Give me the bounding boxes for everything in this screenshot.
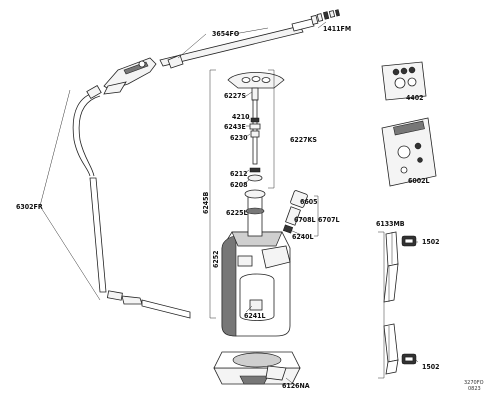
label-6208: 6208 (230, 181, 248, 189)
label-6002L: 6002L (408, 177, 430, 185)
pump-rod (247, 99, 263, 182)
relief-valve (282, 190, 308, 234)
label-6708L: 6708L (294, 216, 316, 224)
label-4402: 4402 (406, 94, 424, 102)
pump-cylinder (244, 189, 266, 237)
label-6126NA: 6126NA (282, 382, 310, 390)
label-1502-top: 1502 (422, 238, 440, 246)
label-6227KS: 6227KS (290, 136, 317, 144)
label-6241L: 6241L (244, 312, 266, 320)
label-1502-bottom: 1502 (422, 363, 440, 371)
label-6243E: 6243E (224, 123, 246, 131)
tank-base (213, 351, 301, 385)
strap-buckle-top (401, 235, 417, 247)
seal-kit-card (381, 61, 427, 101)
reference-code: 3270FO (464, 380, 484, 386)
reference-block: 3270FO 0823 (464, 380, 484, 392)
label-6227S: 6227S (224, 92, 247, 100)
leader-lines (39, 21, 419, 387)
reference-revision: 0823 (468, 386, 481, 392)
part-labels: 3654FO 1411FM 6302FR 6227S 4210 6243E 62… (16, 25, 440, 390)
label-1411FM: 1411FM (323, 25, 351, 33)
shoulder-strap (383, 231, 399, 375)
repair-kit-card (381, 117, 437, 187)
label-6212: 6212 (230, 170, 248, 178)
label-6225L: 6225L (226, 209, 248, 217)
strap-buckle-bottom (401, 353, 417, 365)
hose (72, 84, 191, 319)
label-6302FR: 6302FR (16, 203, 43, 211)
label-6605: 6605 (300, 198, 318, 206)
label-6245B: 6245B (202, 191, 210, 214)
label-6133MB: 6133MB (376, 220, 405, 228)
trigger-handle (103, 57, 157, 95)
label-3654FO: 3654FO (212, 30, 240, 38)
label-6252: 6252 (212, 250, 220, 268)
label-6707L: 6707L (318, 216, 340, 224)
tank (221, 231, 291, 337)
pump-handle (227, 72, 285, 101)
label-4210: 4210 (232, 113, 250, 121)
label-6240L: 6240L (292, 233, 314, 241)
label-6230: 6230 (230, 134, 248, 142)
spray-lance (159, 9, 340, 69)
